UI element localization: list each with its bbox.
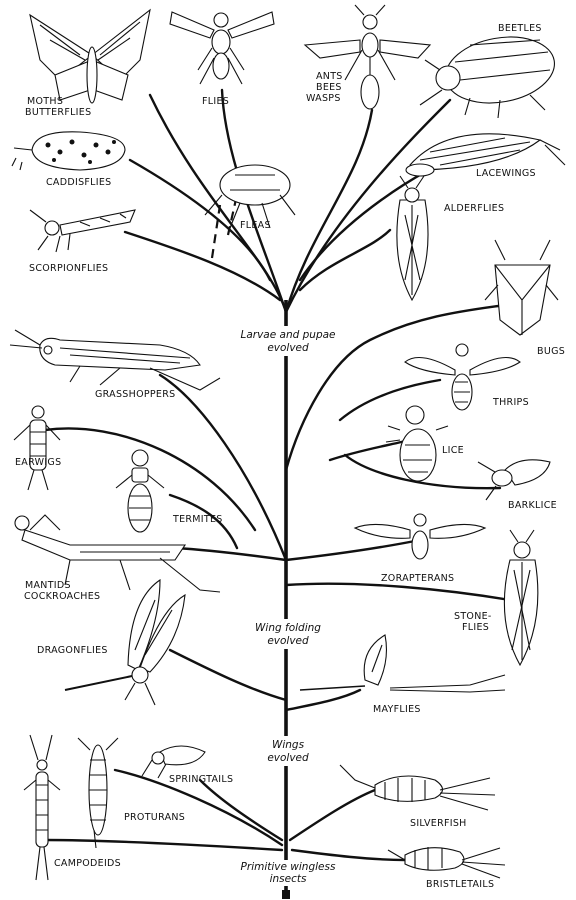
- branch-bugs: [284, 303, 507, 472]
- zorapteran-illustration: [353, 513, 487, 560]
- label-thrips: THRIPS: [492, 397, 529, 408]
- branch-zorapterans: [284, 538, 422, 562]
- label-bugs: BUGS: [537, 346, 565, 357]
- evo-wings-line1: Wings: [272, 739, 305, 751]
- insect-illustrations: [9, 4, 566, 881]
- label-lice: LICE: [442, 445, 464, 456]
- branch-dragonflies: [168, 648, 288, 702]
- label-grasshoppers: GRASSHOPPERS: [95, 389, 175, 400]
- mantid-illustration: [14, 514, 221, 593]
- springtail-illustration: [141, 745, 206, 779]
- branch-thrips: [338, 378, 442, 422]
- label-earwigs: EARWIGS: [15, 457, 61, 468]
- alderfly-illustration: [396, 175, 429, 302]
- flea-illustration: [204, 164, 296, 229]
- evo-larvae-line2: evolved: [267, 342, 309, 354]
- label-beetles: BEETLES: [498, 23, 542, 34]
- barklouse-illustration: [477, 459, 551, 501]
- label-bees: BEES: [316, 82, 342, 93]
- moth-illustration: [29, 8, 151, 104]
- campodeid-illustration: [23, 734, 61, 881]
- label-dragonflies: DRAGONFLIES: [37, 645, 108, 656]
- caddisfly-illustration: [11, 131, 126, 171]
- label-proturans: PROTURANS: [124, 812, 185, 823]
- evo-primitive-line1: Primitive wingless: [241, 861, 336, 873]
- branch-campodeids: [43, 838, 284, 852]
- branch-barklice: [343, 453, 502, 490]
- wasp-illustration: [303, 4, 432, 110]
- branch-grasshoppers: [158, 373, 288, 562]
- evo-wing-folding-line1: Wing folding: [255, 622, 321, 634]
- branch-beetles: [284, 98, 452, 314]
- evo-larvae-line1: Larvae and pupae: [240, 329, 335, 341]
- label-moths: MOTHS: [27, 96, 63, 107]
- thrips-illustration: [404, 343, 521, 411]
- bug-illustration: [484, 239, 559, 336]
- evo-wing-folding-line2: evolved: [267, 635, 309, 647]
- label-caddisflies: CADDISFLIES: [46, 177, 112, 188]
- branch-stoneflies: [284, 582, 512, 602]
- label-wasps: WASPS: [306, 93, 341, 104]
- branch-mantids: [173, 546, 288, 562]
- dragonfly-illustration: [64, 578, 186, 706]
- fly-illustration: [169, 11, 275, 85]
- label-lacewings: LACEWINGS: [476, 168, 536, 179]
- proturan-illustration: [77, 737, 119, 849]
- label-silverfish: SILVERFISH: [410, 818, 467, 829]
- louse-illustration: [385, 405, 449, 482]
- label-stone: STONE-: [454, 611, 492, 622]
- svg-text:BUTTERFLIES: BUTTERFLIES: [25, 107, 91, 118]
- label-ants: ANTS: [316, 71, 343, 82]
- branch-silverfish: [288, 788, 377, 842]
- branch-mayflies: [284, 688, 362, 712]
- label-cockroaches: COCKROACHES: [24, 591, 100, 602]
- branch-moths: [148, 93, 288, 314]
- label-mantids: MANTIDS: [25, 580, 71, 591]
- trunk-base: [282, 890, 290, 899]
- termite-illustration: [115, 449, 165, 533]
- label-termites: TERMITES: [172, 514, 223, 525]
- label-mayflies: MAYFLIES: [373, 704, 421, 715]
- label-scorpionflies: SCORPIONFLIES: [29, 263, 108, 274]
- branch-springtails: [198, 778, 284, 842]
- branch-termites: [168, 493, 239, 550]
- insect-labels: MOTHS BUTTERFLIES FLIES ANTS BEES WASPS …: [15, 23, 565, 890]
- evolution-step-labels: Larvae and pupae evolved Wing folding ev…: [228, 326, 348, 886]
- label-butterflies: BUTTERFLIES: [25, 107, 91, 118]
- label-bristletails: BRISTLETAILS: [426, 879, 494, 890]
- bristletail-illustration: [387, 847, 506, 879]
- branch-bristletails: [290, 848, 407, 862]
- label-barklice: BARKLICE: [508, 500, 557, 511]
- branch-lice: [328, 438, 412, 462]
- branch-alderflies: [298, 228, 392, 292]
- label-flies: FLIES: [202, 96, 229, 107]
- tree-branches: [43, 88, 512, 899]
- earwig-illustration: [13, 405, 61, 491]
- branch-scorpionflies: [123, 230, 282, 302]
- label-zorapterans: ZORAPTERANS: [381, 573, 454, 584]
- branch-proturans: [113, 768, 284, 847]
- label-fleas: FLEAS: [240, 220, 271, 231]
- evo-wings-line2: evolved: [267, 752, 309, 764]
- beetle-illustration: [419, 36, 555, 119]
- label-alderflies: ALDERFLIES: [444, 203, 504, 214]
- label-flies-stone: FLIES: [462, 622, 489, 633]
- lacewing-illustration: [405, 133, 566, 177]
- label-springtails: SPRINGTAILS: [169, 774, 233, 785]
- grasshopper-illustration: [9, 329, 221, 391]
- label-campodeids: CAMPODEIDS: [54, 858, 121, 869]
- scorpionfly-illustration: [29, 209, 136, 253]
- svg-text:MOTHS: MOTHS: [27, 96, 63, 107]
- evo-primitive-line2: insects: [270, 873, 307, 885]
- branch-earwigs: [43, 427, 257, 532]
- branch-ants: [284, 108, 374, 314]
- branch-fleas-2: [210, 204, 222, 259]
- mayfly-illustration: [299, 634, 506, 693]
- stonefly-illustration: [503, 529, 539, 667]
- silverfish-illustration: [339, 764, 496, 811]
